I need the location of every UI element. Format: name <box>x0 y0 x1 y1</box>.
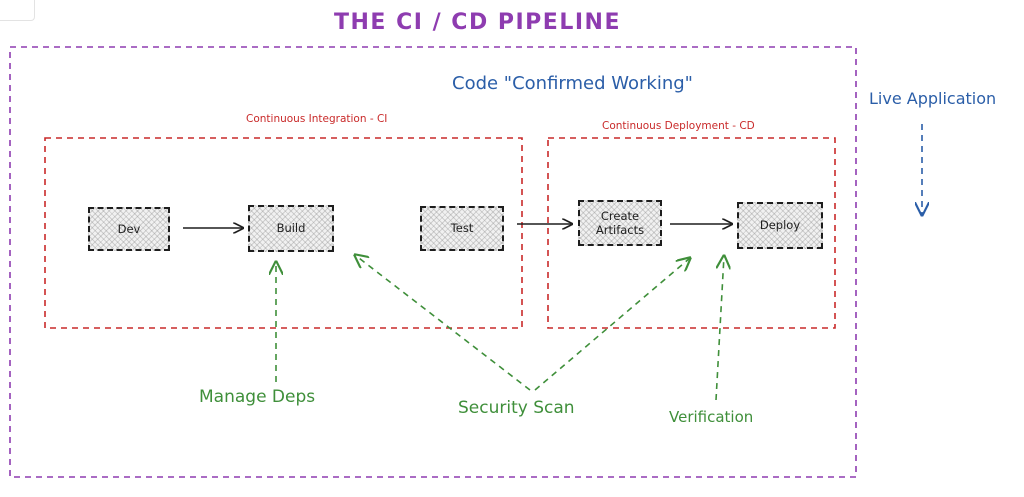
cd-frame <box>547 137 836 329</box>
step-test: Test <box>420 206 504 251</box>
step-build: Build <box>248 205 334 252</box>
arrow-verification <box>715 256 724 401</box>
diagram-title: THE CI / CD PIPELINE <box>334 10 621 35</box>
verification-label: Verification <box>669 408 754 426</box>
step-build-label: Build <box>276 221 306 236</box>
security-scan-label: Security Scan <box>458 398 575 418</box>
step-dev-label: Dev <box>117 221 141 236</box>
ci-section-label: Continuous Integration - CI <box>246 113 388 125</box>
corner-tab <box>0 0 35 21</box>
step-test-label: Test <box>450 221 474 236</box>
arrow-security-to-build <box>355 255 531 391</box>
step-deploy-label: Deploy <box>759 218 801 233</box>
step-create-artifacts-label: Create Artifacts <box>595 208 645 237</box>
arrow-security-to-artifacts <box>534 258 690 391</box>
pipeline-frame <box>9 46 857 478</box>
live-application-label: Live Application <box>869 89 997 108</box>
manage-deps-label: Manage Deps <box>199 387 316 407</box>
step-dev: Dev <box>88 207 170 251</box>
ci-frame <box>44 137 523 329</box>
cd-section-label: Continuous Deployment - CD <box>602 120 755 132</box>
code-confirmed-label: Code "Confirmed Working" <box>452 73 693 94</box>
step-deploy: Deploy <box>737 202 823 249</box>
step-create-artifacts: Create Artifacts <box>578 200 662 246</box>
